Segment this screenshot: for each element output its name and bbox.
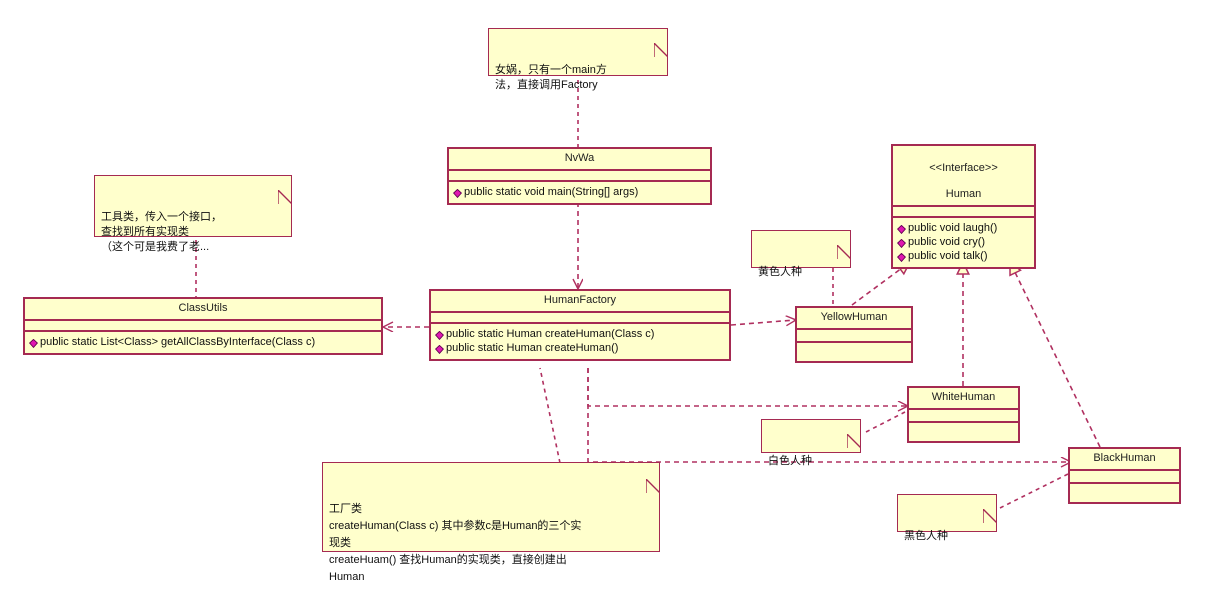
note-fold-icon [983, 494, 997, 523]
class-yellowhuman-name: YellowHuman [797, 308, 911, 330]
note-nvwa: 女娲，只有一个main方 法，直接调用Factory [488, 28, 668, 91]
note-yellow-race-text: 黄色人种 [758, 266, 802, 278]
class-whitehuman-name: WhiteHuman [909, 388, 1018, 410]
class-member: public static void main(String[] args) [451, 185, 708, 199]
class-nvwa[interactable]: NvWa public static void main(String[] ar… [447, 147, 712, 205]
note-fold-icon [654, 28, 668, 57]
note-fold-icon [278, 175, 292, 204]
class-member: public void cry() [895, 235, 1032, 249]
class-humanfactory-name: HumanFactory [431, 291, 729, 313]
class-human-attributes [893, 207, 1034, 218]
class-humanfactory-operations: public static Human createHuman(Class c)… [431, 324, 729, 359]
note-humanfactory-text: 工厂类 createHuman(Class c) 其中参数c是Human的三个实… [329, 503, 582, 583]
class-whitehuman-attributes [909, 410, 1018, 423]
class-classutils-attributes [25, 321, 381, 332]
anchor-note-whitehuman [865, 411, 906, 433]
edge-humanfactory-to-whitehuman [587, 368, 907, 406]
class-nvwa-name: NvWa [449, 149, 710, 171]
visibility-public-icon [897, 224, 906, 234]
visibility-public-icon [897, 238, 906, 248]
class-yellowhuman[interactable]: YellowHuman [795, 306, 913, 363]
note-classutils-text: 工具类，传入一个接口， 查找到所有实现类 （这个可是我费了老... [101, 211, 222, 253]
class-member: public static List<Class> getAllClassByI… [27, 335, 379, 349]
class-human-title: Human [945, 188, 982, 200]
class-member: public void laugh() [895, 221, 1032, 235]
note-fold-icon [646, 462, 660, 493]
note-black-race: 黑色人种 [897, 494, 997, 542]
class-whitehuman[interactable]: WhiteHuman [907, 386, 1020, 443]
class-classutils-operations: public static List<Class> getAllClassByI… [25, 332, 381, 353]
class-member-text: public void talk() [908, 250, 988, 262]
note-nvwa-text: 女娲，只有一个main方 法，直接调用Factory [495, 64, 607, 91]
note-fold-icon [837, 230, 851, 259]
class-blackhuman-name: BlackHuman [1070, 449, 1179, 471]
edge-blackhuman-to-human [1009, 260, 1101, 448]
class-member-text: public static void main(String[] args) [464, 186, 639, 198]
visibility-public-icon [435, 344, 444, 354]
note-black-race-text: 黑色人种 [904, 530, 948, 542]
class-member: public static Human createHuman(Class c) [433, 327, 727, 341]
visibility-public-icon [453, 188, 462, 198]
class-member-text: public static List<Class> getAllClassByI… [40, 336, 316, 348]
visibility-public-icon [897, 252, 906, 262]
class-human-stereotype: <<Interface>> [929, 162, 998, 174]
class-member-text: public void cry() [908, 236, 986, 248]
class-nvwa-operations: public static void main(String[] args) [449, 182, 710, 203]
class-member: public static Human createHuman() [433, 341, 727, 355]
class-classutils-name: ClassUtils [25, 299, 381, 321]
class-humanfactory[interactable]: HumanFactory public static Human createH… [429, 289, 731, 361]
class-nvwa-attributes [449, 171, 710, 182]
note-humanfactory: 工厂类 createHuman(Class c) 其中参数c是Human的三个实… [322, 462, 660, 583]
note-fold-icon [847, 419, 861, 448]
class-member-text: public static Human createHuman() [446, 342, 619, 354]
note-classutils: 工具类，传入一个接口， 查找到所有实现类 （这个可是我费了老... [94, 175, 292, 253]
class-yellowhuman-attributes [797, 330, 911, 343]
class-blackhuman-attributes [1070, 471, 1179, 484]
visibility-public-icon [29, 338, 38, 348]
class-classutils[interactable]: ClassUtils public static List<Class> get… [23, 297, 383, 355]
note-yellow-race: 黄色人种 [751, 230, 851, 278]
note-white-race-text: 白色人种 [768, 455, 812, 467]
visibility-public-icon [435, 330, 444, 340]
note-white-race: 白色人种 [761, 419, 861, 467]
anchor-note-blackhuman [999, 473, 1069, 509]
class-human-operations: public void laugh() public void cry() pu… [893, 218, 1034, 267]
class-member: public void talk() [895, 249, 1032, 263]
edge-humanfactory-to-yellowhuman [730, 320, 795, 325]
class-humanfactory-attributes [431, 313, 729, 324]
class-whitehuman-operations [909, 423, 1018, 441]
class-blackhuman-operations [1070, 484, 1179, 502]
class-member-text: public void laugh() [908, 222, 998, 234]
uml-diagram-canvas: 女娲，只有一个main方 法，直接调用Factory 工具类，传入一个接口， 查… [23, 28, 1181, 583]
anchor-note-factory [539, 367, 561, 464]
class-human-name: <<Interface>> Human [893, 146, 1034, 207]
class-member-text: public static Human createHuman(Class c) [446, 328, 655, 340]
class-yellowhuman-operations [797, 343, 911, 361]
class-human[interactable]: <<Interface>> Human public void laugh() … [891, 144, 1036, 269]
class-blackhuman[interactable]: BlackHuman [1068, 447, 1181, 504]
